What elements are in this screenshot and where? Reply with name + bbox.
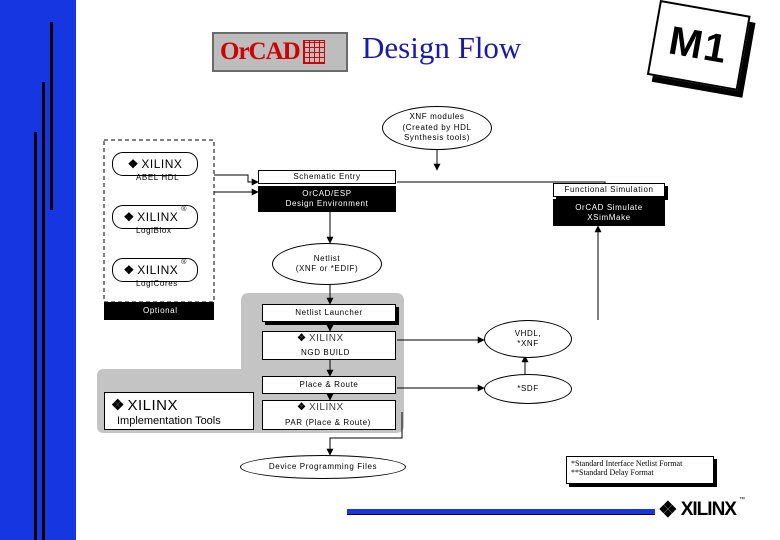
orcad-logo-grid-icon xyxy=(302,40,325,64)
xilinx-mark-icon: ❖ xyxy=(127,157,139,171)
logicores-label: LogiCores xyxy=(136,279,178,288)
footnote-box: *Standard Interface Netlist Format **Sta… xyxy=(566,456,714,484)
abel-hdl-label: ABEL HDL xyxy=(136,173,180,182)
trademark-mark: ™ xyxy=(738,497,745,503)
place-route-box: Place & Route xyxy=(262,376,396,394)
xilinx-logo-par: ❖ XILINX xyxy=(297,402,344,413)
xilinx-word: XILINX xyxy=(308,402,344,413)
xnf-modules-node: XNF modules (Created by HDL Synthesis to… xyxy=(382,106,492,150)
logiblox-label: LogiBlox xyxy=(136,226,172,235)
registered-mark: ® xyxy=(181,259,187,266)
accent-rule-2 xyxy=(42,82,45,540)
accent-rule-1 xyxy=(50,22,53,210)
footnote-line-1: *Standard Interface Netlist Format xyxy=(571,459,683,468)
ngd-build-box: ❖ XILINX NGD BUILD xyxy=(262,331,396,360)
vhdl-xnf-node: VHDL, *XNF xyxy=(484,320,572,358)
netlist-launcher-box: Netlist Launcher xyxy=(262,304,396,322)
xilinx-mark-icon: ❖ xyxy=(297,333,306,344)
xilinx-logo-implementation: ❖ XILINX xyxy=(111,396,178,415)
xilinx-logo-ngd: ❖ XILINX xyxy=(297,333,344,344)
xilinx-word: XILINX xyxy=(127,396,178,414)
schematic-entry-box: Schematic Entry xyxy=(258,170,396,184)
orcad-logo: OrCAD xyxy=(212,32,348,72)
sdf-node: *SDF xyxy=(484,374,572,404)
xilinx-mark-icon: ❖ xyxy=(123,263,135,277)
xilinx-word: XILINX xyxy=(141,157,183,171)
xilinx-mark-icon: ❖ xyxy=(111,397,125,414)
ngd-build-label: NGD BUILD xyxy=(301,348,350,357)
xilinx-logo-logiblox: ❖ XILINX ® xyxy=(112,205,198,229)
orcad-simulate-box: OrCAD Simulate XSimMake xyxy=(553,199,665,226)
xilinx-mark-icon: ❖ xyxy=(297,402,306,413)
implementation-tools-box: ❖ XILINX Implementation Tools xyxy=(104,392,254,430)
orcad-logo-text: OrCAD xyxy=(220,38,301,65)
functional-simulation-box: Functional Simulation xyxy=(553,183,665,197)
par-box: ❖ XILINX PAR (Place & Route) xyxy=(262,400,396,430)
bottom-rule xyxy=(347,509,655,515)
xilinx-mark-icon: ❖ xyxy=(658,497,678,522)
page-title: Design Flow xyxy=(362,30,522,65)
registered-mark: ® xyxy=(181,206,187,213)
accent-rule-3 xyxy=(34,132,37,540)
footnote-line-2: **Standard Delay Format xyxy=(571,468,654,477)
xilinx-word: XILINX xyxy=(308,333,344,344)
xilinx-word: XILINX xyxy=(137,210,179,224)
implementation-tools-label: Implementation Tools xyxy=(117,415,221,427)
left-accent-bar xyxy=(0,0,76,540)
netlist-node: Netlist (XNF or *EDIF) xyxy=(272,243,382,285)
xilinx-word: XILINX xyxy=(680,499,737,520)
design-environment-box: OrCAD/ESP Design Environment xyxy=(258,186,396,212)
xilinx-logo-abel: ❖ XILINX xyxy=(112,152,198,176)
par-label: PAR (Place & Route) xyxy=(285,418,371,427)
m1-badge: M1 xyxy=(645,0,758,100)
m1-badge-text: M1 xyxy=(665,18,732,72)
device-programming-files-node: Device Programming Files xyxy=(240,455,406,479)
xilinx-logo-footer: ❖ XILINX ™ xyxy=(658,497,745,523)
xilinx-word: XILINX xyxy=(137,263,179,277)
xilinx-logo-logicores: ❖ XILINX ® xyxy=(112,258,198,282)
xilinx-mark-icon: ❖ xyxy=(123,210,135,224)
optional-label: Optional xyxy=(104,302,214,320)
